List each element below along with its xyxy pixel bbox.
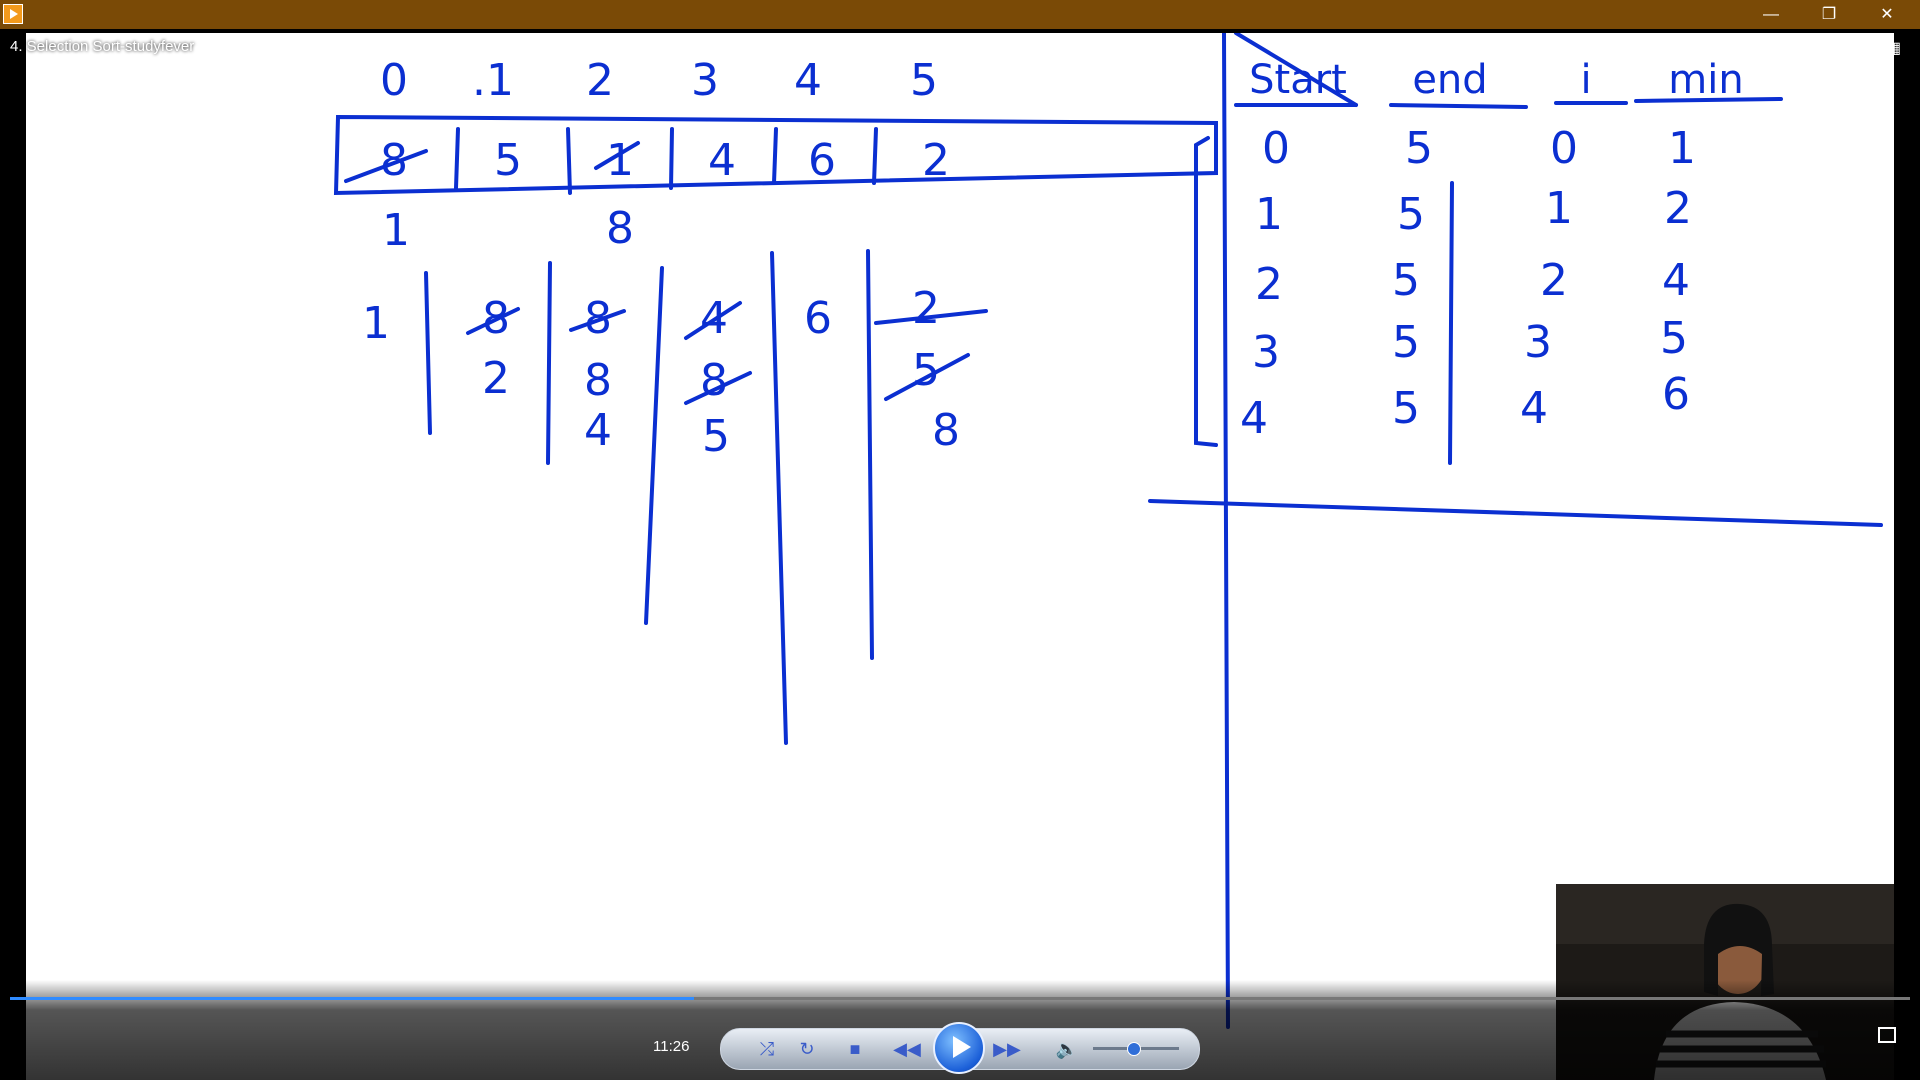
array-divider: [669, 127, 674, 190]
table-cell: 4: [1662, 255, 1690, 306]
table-header: end: [1412, 57, 1487, 103]
array-cell: 5: [494, 135, 522, 186]
whiteboard-drawing: 0 .1 2 3 4 5 8 5 1 4 6 2 1 8 1 8 2 8 8 4…: [333, 33, 1883, 1029]
work-divider: [644, 266, 664, 625]
index-label: 5: [910, 55, 938, 106]
table-header: min: [1668, 57, 1743, 103]
fast-forward-icon[interactable]: ▶▶: [993, 1039, 1021, 1059]
work-divider: [546, 261, 552, 465]
array-divider: [454, 127, 460, 190]
table-bottom-line: [1148, 499, 1883, 527]
rewind-icon[interactable]: ◀◀: [893, 1039, 921, 1059]
volume-knob[interactable]: [1127, 1042, 1142, 1056]
pip-icon[interactable]: [1878, 1027, 1896, 1043]
table-header: Start: [1249, 57, 1347, 103]
fullscreen-grid-icon[interactable]: ▦: [1886, 40, 1902, 57]
table-bracket: [1194, 136, 1218, 447]
array-divider: [872, 127, 878, 185]
below-array-value: 8: [606, 203, 634, 254]
table-cell: 2: [1540, 255, 1568, 306]
table-cell: 1: [1668, 123, 1696, 174]
table-cell: 5: [1392, 317, 1420, 368]
transport-controls: ⤮ ↻ ■ ◀◀ ▶▶ 🔈: [720, 1022, 1200, 1074]
restore-button[interactable]: ❐: [1821, 6, 1837, 23]
work-divider: [424, 271, 432, 435]
table-cell: 5: [1392, 255, 1420, 306]
table-cell: 6: [1662, 369, 1690, 420]
work-value: 2: [482, 353, 510, 404]
table-cell: 0: [1262, 123, 1290, 174]
work-divider: [770, 251, 788, 745]
work-divider: [866, 249, 874, 660]
work-value: 1: [362, 298, 390, 349]
minimize-button[interactable]: —: [1763, 6, 1779, 23]
elapsed-time: 11:26: [653, 1038, 690, 1055]
close-button[interactable]: ✕: [1880, 6, 1894, 23]
table-cell: 2: [1255, 259, 1283, 310]
window-titlebar: — ❐ ✕: [0, 0, 1920, 29]
shuffle-icon[interactable]: ⤮: [759, 1039, 775, 1059]
work-value: 8: [482, 293, 510, 344]
work-value: 4: [584, 405, 612, 456]
video-title: 4. Selection Sort-studyfever: [10, 38, 195, 55]
stop-icon[interactable]: ■: [849, 1039, 861, 1059]
seek-bar[interactable]: [10, 997, 1910, 1000]
table-header: i: [1580, 57, 1591, 103]
work-value: 2: [912, 283, 940, 334]
header-underline: [1234, 33, 1358, 107]
array-divider: [566, 127, 572, 195]
table-cell: 4: [1240, 393, 1268, 444]
table-cell: 5: [1397, 189, 1425, 240]
work-value: 8: [584, 355, 612, 406]
volume-icon[interactable]: 🔈: [1055, 1039, 1079, 1059]
table-cell: 1: [1545, 183, 1573, 234]
table-cell: 0: [1550, 123, 1578, 174]
work-value: 6: [804, 293, 832, 344]
board-divider: [1222, 33, 1230, 1029]
repeat-icon[interactable]: ↻: [799, 1039, 815, 1059]
index-label: 3: [691, 55, 719, 106]
work-value: 5: [702, 411, 730, 462]
work-value: 8: [584, 293, 612, 344]
work-value: 4: [700, 293, 728, 344]
table-cell: 2: [1664, 183, 1692, 234]
array-cell: 6: [808, 135, 836, 186]
index-label: 2: [586, 55, 614, 106]
table-cell: 1: [1255, 189, 1283, 240]
table-cell: 3: [1252, 327, 1280, 378]
work-value: 8: [932, 405, 960, 456]
array-cell: 4: [708, 135, 736, 186]
index-label: .1: [472, 55, 514, 106]
seek-progress: [10, 997, 694, 1000]
app-logo-icon: [3, 4, 23, 24]
array-divider: [772, 127, 778, 185]
table-cell: 3: [1524, 317, 1552, 368]
table-divider: [1448, 181, 1454, 465]
below-array-value: 1: [382, 205, 410, 256]
table-cell: 5: [1660, 313, 1688, 364]
index-label: 0: [380, 55, 408, 106]
index-label: 4: [794, 55, 822, 106]
array-cell: 1: [606, 135, 634, 186]
array-cell: 2: [922, 135, 950, 186]
work-value: 5: [912, 345, 940, 396]
work-value: 8: [700, 355, 728, 406]
table-cell: 5: [1405, 123, 1433, 174]
array-box: [333, 114, 1218, 196]
table-cell: 4: [1520, 383, 1548, 434]
array-cell: 8: [380, 135, 408, 186]
table-cell: 5: [1392, 383, 1420, 434]
volume-slider[interactable]: [1093, 1042, 1179, 1056]
play-button[interactable]: [933, 1022, 985, 1074]
